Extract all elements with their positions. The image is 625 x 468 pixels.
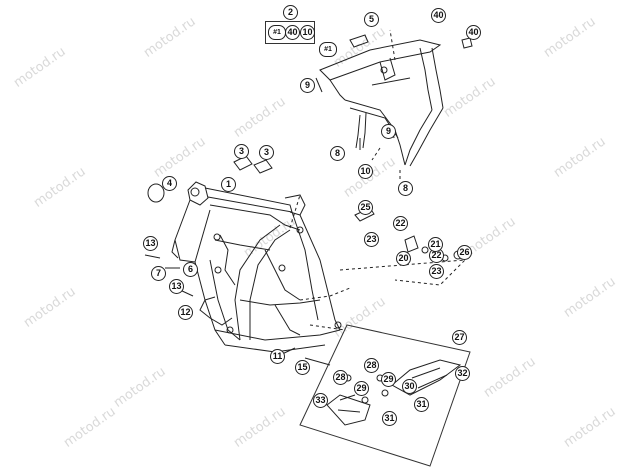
- callout-25[interactable]: 25: [358, 200, 373, 215]
- callout-13[interactable]: 13: [143, 236, 158, 251]
- callout-28[interactable]: 28: [364, 358, 379, 373]
- callout-29[interactable]: 29: [354, 381, 369, 396]
- callout-6[interactable]: 6: [183, 262, 198, 277]
- callout-28[interactable]: 28: [333, 370, 348, 385]
- callout-3[interactable]: 3: [259, 145, 274, 160]
- callout-20[interactable]: 20: [396, 251, 411, 266]
- frame-kit-box: #1 40 10: [265, 21, 315, 44]
- callout-12[interactable]: 12: [178, 305, 193, 320]
- main-frame-drawing: [171, 181, 342, 353]
- callout-4[interactable]: 4: [162, 176, 177, 191]
- callout-33[interactable]: 33: [313, 393, 328, 408]
- callout-21[interactable]: 21: [428, 237, 443, 252]
- callout-9[interactable]: 9: [381, 124, 396, 139]
- callout-32[interactable]: 32: [455, 366, 470, 381]
- callout-11[interactable]: 11: [270, 349, 285, 364]
- leader-lines: [289, 29, 467, 331]
- callout-10[interactable]: 10: [300, 25, 315, 40]
- callout-2[interactable]: 2: [283, 5, 298, 20]
- callout-40[interactable]: 40: [431, 8, 446, 23]
- callout-29[interactable]: 29: [381, 372, 396, 387]
- callout-15[interactable]: 15: [295, 360, 310, 375]
- callout-7[interactable]: 7: [151, 266, 166, 281]
- callout-23[interactable]: 23: [364, 232, 379, 247]
- callout-26[interactable]: 26: [457, 245, 472, 260]
- callout-40[interactable]: 40: [285, 25, 300, 40]
- callout-31[interactable]: 31: [414, 397, 429, 412]
- callout-8[interactable]: 8: [398, 181, 413, 196]
- rear-subframe-drawing: [319, 34, 473, 167]
- callout-hash1[interactable]: #1: [268, 25, 286, 40]
- callout-30[interactable]: 30: [402, 379, 417, 394]
- footpeg-panel: [299, 324, 471, 467]
- callout-9[interactable]: 9: [300, 78, 315, 93]
- callout-8[interactable]: 8: [330, 146, 345, 161]
- callout-40[interactable]: 40: [466, 25, 481, 40]
- ring-drawing: [147, 183, 165, 203]
- callout-1[interactable]: 1: [221, 177, 236, 192]
- callout-23[interactable]: 23: [429, 264, 444, 279]
- callout-27[interactable]: 27: [452, 330, 467, 345]
- callout-3[interactable]: 3: [234, 144, 249, 159]
- callout-10[interactable]: 10: [358, 164, 373, 179]
- callout-5[interactable]: 5: [364, 12, 379, 27]
- callout-13[interactable]: 13: [169, 279, 184, 294]
- callout-31[interactable]: 31: [382, 411, 397, 426]
- callout-22[interactable]: 22: [393, 216, 408, 231]
- callout-hash1[interactable]: #1: [319, 42, 337, 57]
